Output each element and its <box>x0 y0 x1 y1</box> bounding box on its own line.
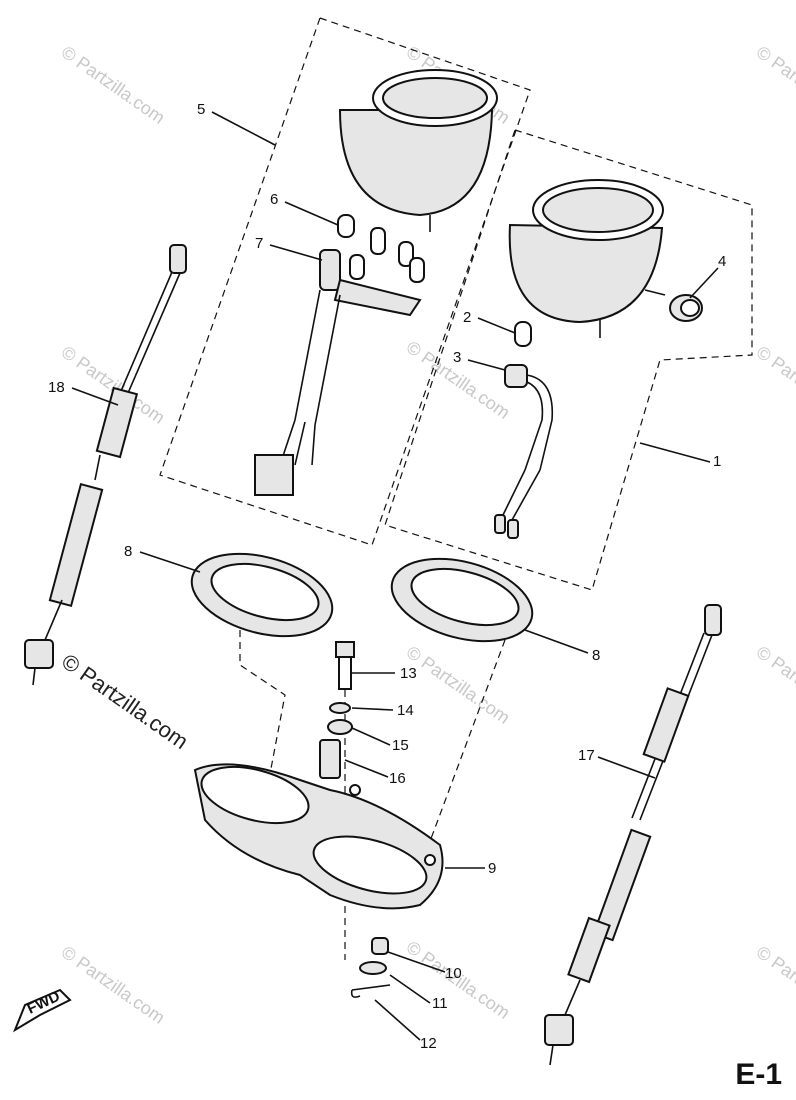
tachometer-cable <box>24 244 187 686</box>
callout-9: 9 <box>488 860 496 877</box>
watermark: © Partzilla.com <box>753 642 796 728</box>
watermark: © Partzilla.com <box>753 42 796 128</box>
callout-1: 1 <box>713 453 721 470</box>
meter-gasket-right <box>390 557 534 643</box>
mount-guide-left <box>239 630 286 801</box>
callout-6: 6 <box>270 191 278 208</box>
leader-lines <box>71 111 719 1041</box>
callout-2: 2 <box>463 309 471 326</box>
mount-guide-right <box>409 639 506 896</box>
page-code: E-1 <box>735 1058 782 1091</box>
callout-18: 18 <box>48 379 65 396</box>
bolt-and-collar <box>319 641 355 779</box>
speedometer-meter <box>508 179 666 338</box>
callout-15: 15 <box>392 737 409 754</box>
callout-3: 3 <box>453 349 461 366</box>
damper-washer-pin <box>350 937 391 998</box>
callout-8: 8 <box>124 543 132 560</box>
tachometer-bulbs-harness <box>254 214 425 496</box>
callout-11: 11 <box>432 995 448 1012</box>
callout-13: 13 <box>400 665 417 682</box>
watermark: © Partzilla.com <box>58 42 169 128</box>
watermark: © Partzilla.com <box>57 649 193 755</box>
callout-14: 14 <box>397 702 414 719</box>
callout-8: 8 <box>592 647 600 664</box>
callout-7: 7 <box>255 235 263 252</box>
callouts: 5 6 7 4 2 3 1 18 8 8 13 14 15 16 17 9 10… <box>48 101 726 1052</box>
tachometer-meter <box>338 69 498 232</box>
fwd-arrow-icon: FWD <box>12 988 72 1033</box>
callout-10: 10 <box>445 965 462 982</box>
speedometer-bulb-socket <box>494 321 554 539</box>
reset-knob <box>669 294 703 322</box>
callout-5: 5 <box>197 101 205 118</box>
speedometer-cable <box>544 604 722 1066</box>
meter-bracket <box>193 763 444 910</box>
meter-gasket-left <box>190 552 334 638</box>
watermark: © Partzilla.com <box>753 342 796 428</box>
watermark: © Partzilla.com <box>753 942 796 1028</box>
watermark: © Partzilla.com <box>58 942 169 1028</box>
callout-12: 12 <box>420 1035 437 1052</box>
callout-16: 16 <box>389 770 406 787</box>
callout-17: 17 <box>578 747 595 764</box>
callout-4: 4 <box>718 253 726 270</box>
tachometer-assembly-outline <box>159 17 531 546</box>
watermark: © Partzilla.com <box>403 642 514 728</box>
